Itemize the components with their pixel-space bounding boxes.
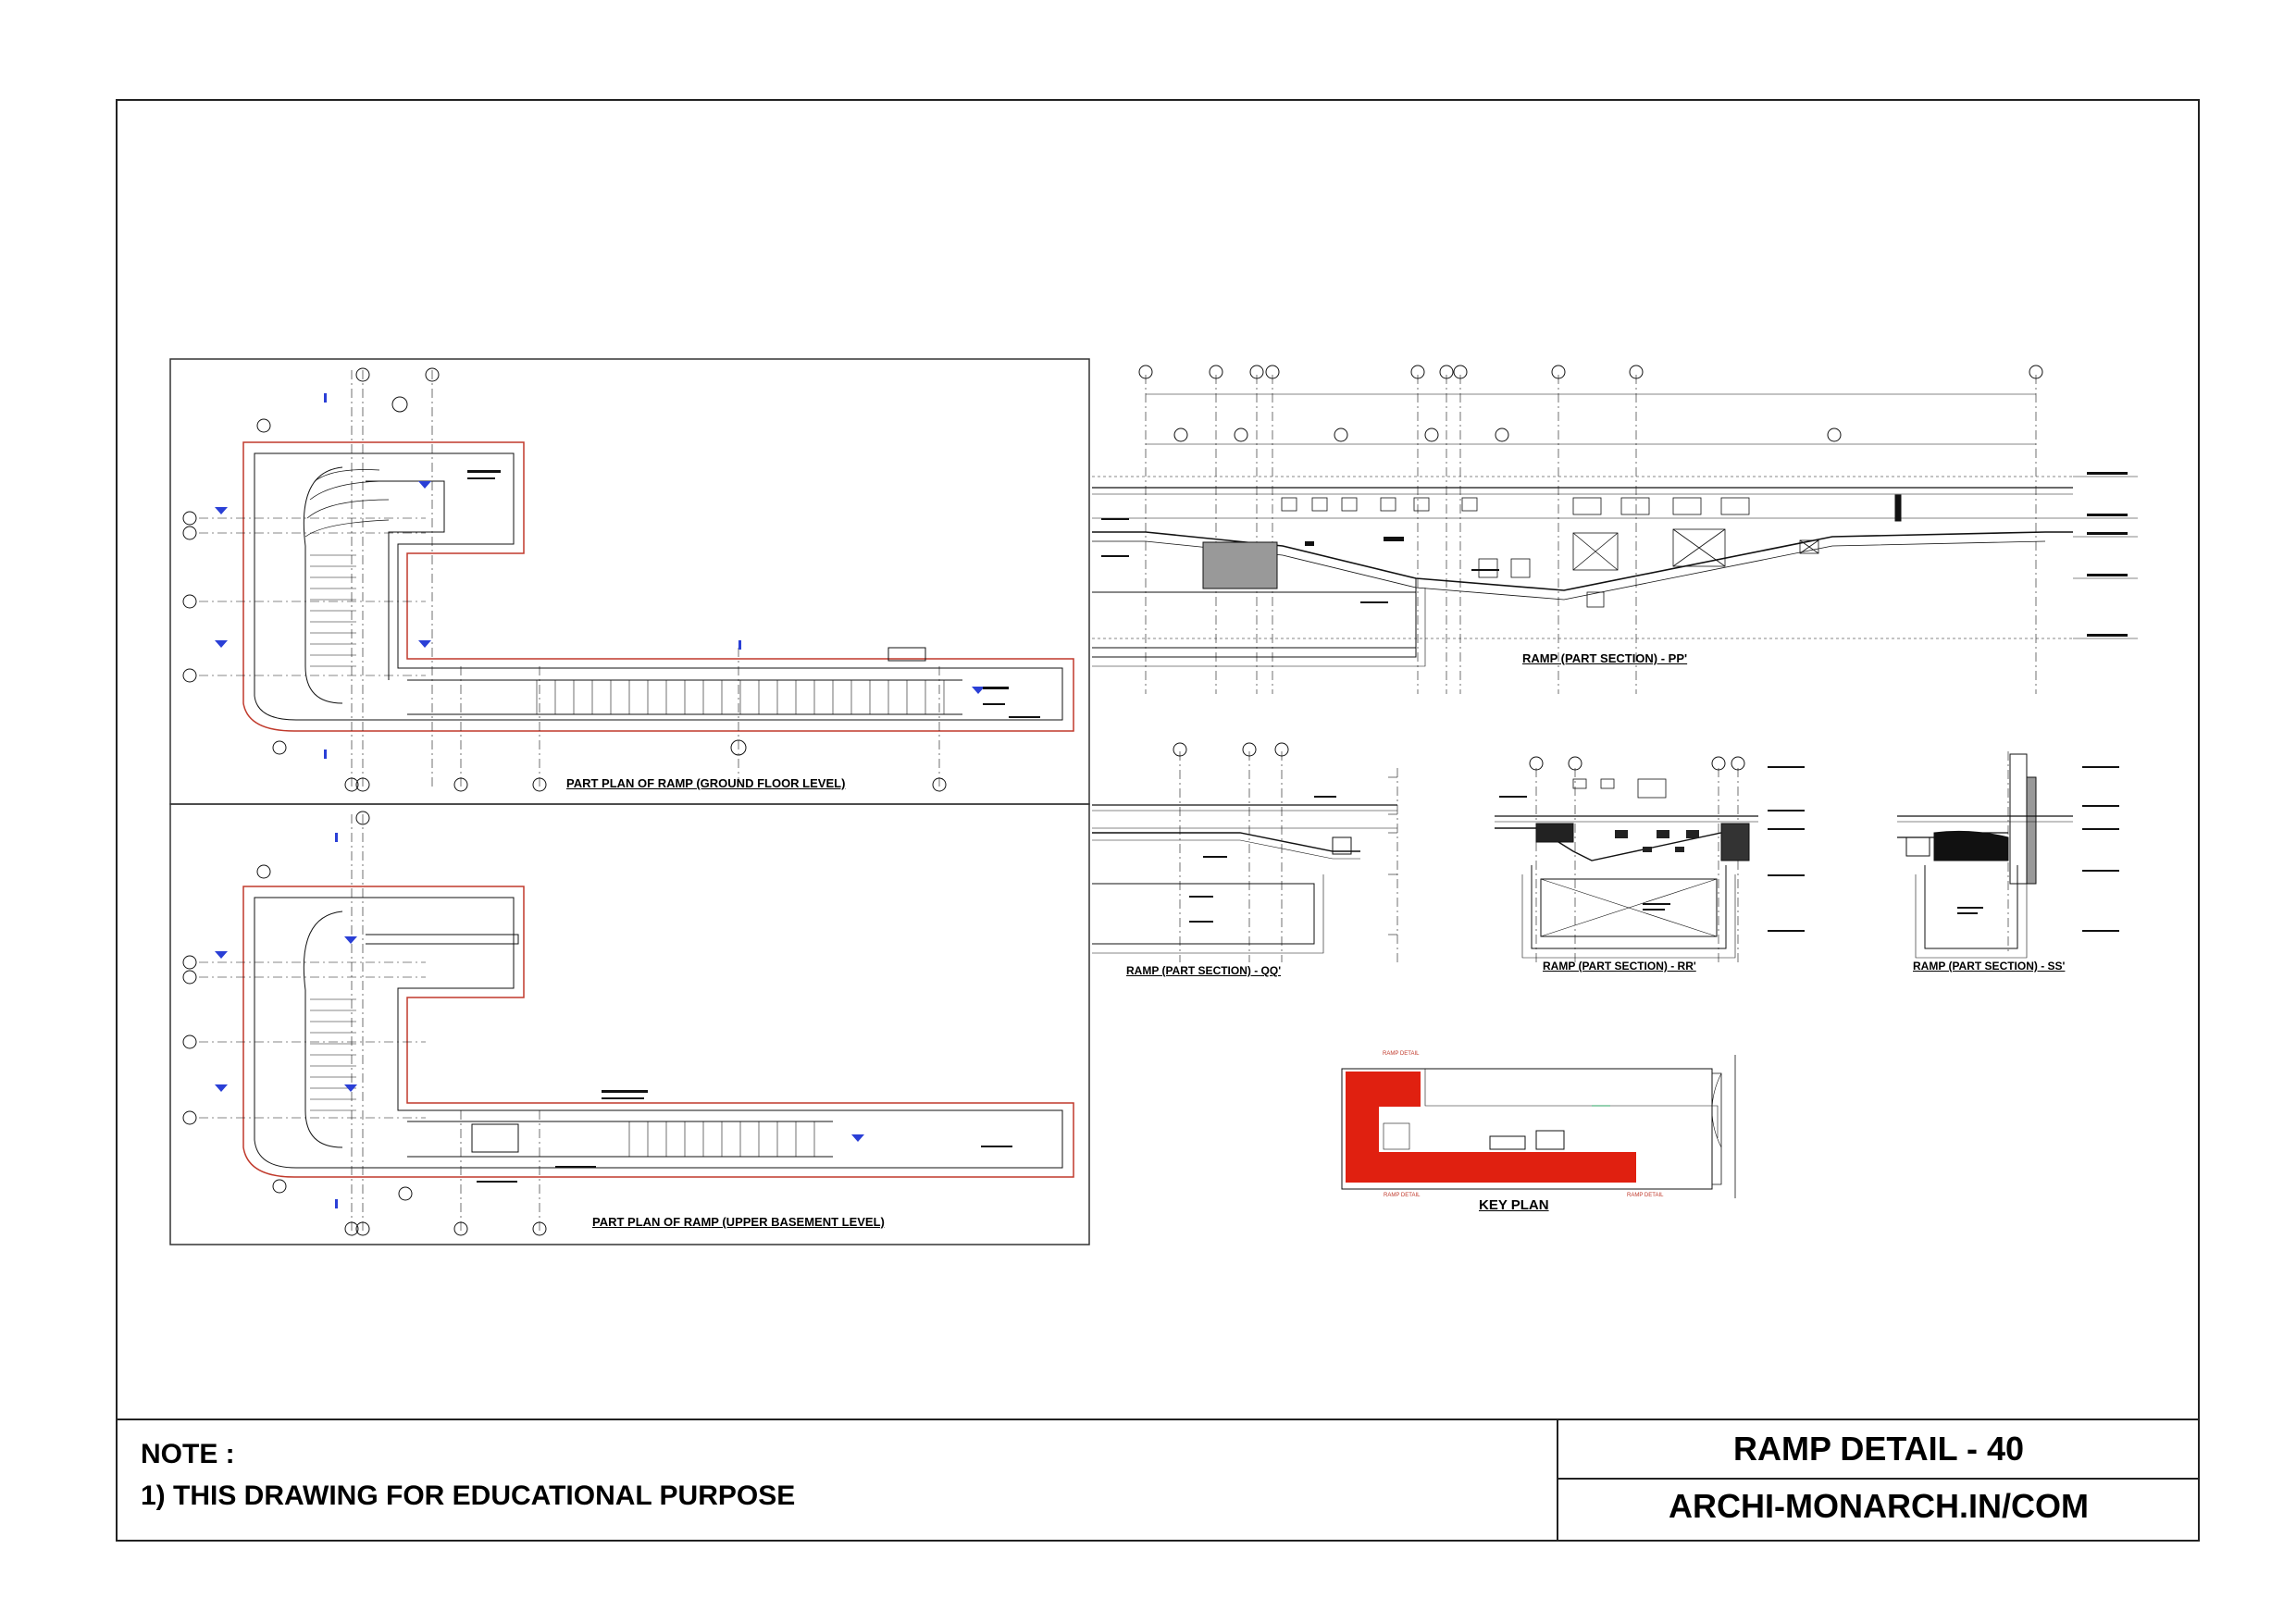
title-block-rule (1558, 1478, 2200, 1480)
note-line: 1) THIS DRAWING FOR EDUCATIONAL PURPOSE (141, 1481, 796, 1511)
label-section-pp: RAMP (PART SECTION) - PP' (1522, 651, 1688, 665)
website-label: ARCHI-MONARCH.IN/COM (1669, 1487, 2089, 1525)
drawing-sheet-border (116, 99, 2200, 1542)
key-plan-ramp-highlight (1346, 1072, 1636, 1183)
key-plan-tag: RAMP DETAIL (1383, 1051, 1420, 1057)
label-key-plan: KEY PLAN (1479, 1197, 1549, 1213)
key-plan-tag: RAMP DETAIL (1384, 1193, 1421, 1198)
label-plan-ground: PART PLAN OF RAMP (GROUND FLOOR LEVEL) (566, 776, 846, 790)
section-ss (1897, 751, 2119, 959)
plan-upper-basement (182, 811, 1074, 1236)
section-qq (1092, 742, 1398, 962)
section-pp (1092, 365, 2138, 694)
plan-ground-floor (182, 367, 1074, 792)
note-title: NOTE : (141, 1439, 235, 1469)
label-plan-basement: PART PLAN OF RAMP (UPPER BASEMENT LEVEL) (592, 1215, 885, 1229)
title-block-divider (1557, 1419, 1558, 1542)
label-section-ss: RAMP (PART SECTION) - SS' (1913, 960, 2066, 973)
key-plan (1341, 1055, 1736, 1198)
key-plan-tag: RAMP DETAIL (1627, 1193, 1664, 1198)
label-section-rr: RAMP (PART SECTION) - RR' (1543, 960, 1696, 973)
section-rr (1495, 756, 1805, 962)
title-block (116, 1419, 2200, 1542)
label-section-qq: RAMP (PART SECTION) - QQ' (1126, 964, 1282, 977)
drawing-title: RAMP DETAIL - 40 (1732, 1430, 2025, 1468)
plan-frames (169, 358, 1090, 1245)
